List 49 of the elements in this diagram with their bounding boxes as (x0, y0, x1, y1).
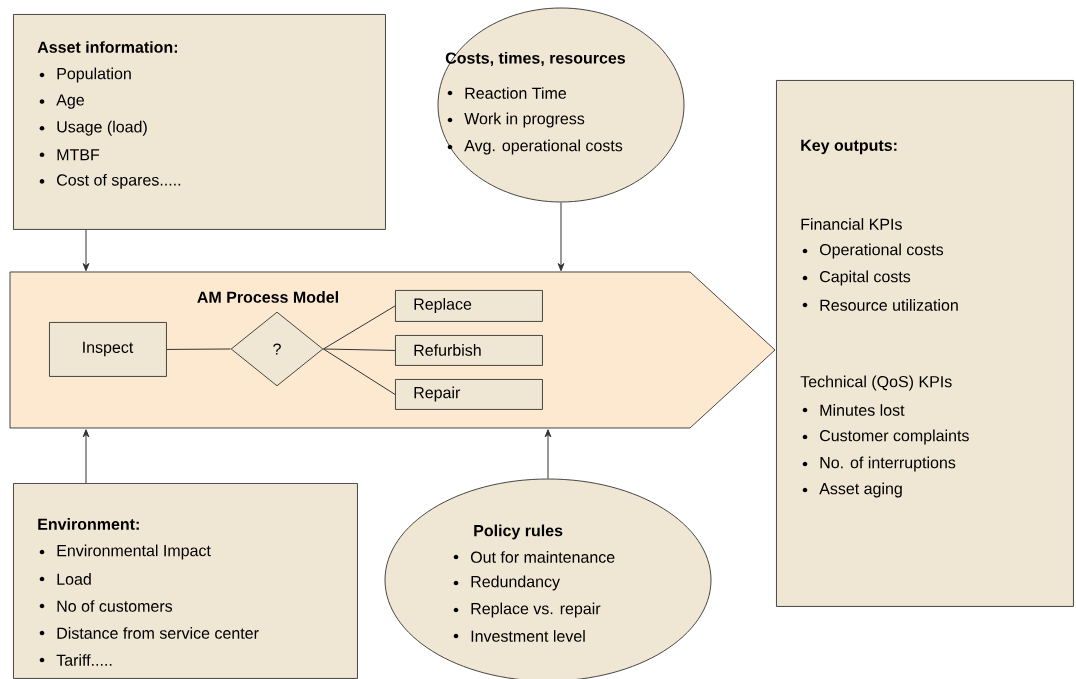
bullet-item: Minutes lost (802, 404, 905, 416)
bullet-item: No of customers (39, 600, 173, 612)
option-box: Refurbish (395, 335, 543, 366)
option-box: Repair (395, 379, 543, 410)
bullet-item: Operational costs (802, 243, 944, 259)
bullet-item: Customer complaints (802, 429, 969, 445)
arrow (82, 229, 90, 272)
connector-line (322, 348, 396, 395)
bullet-item: Replace vs. repair (453, 602, 601, 618)
output-box (776, 80, 1074, 607)
bullet-item: Redundancy (453, 575, 560, 591)
connector-line (322, 348, 396, 351)
info-box (13, 483, 358, 679)
bullet-item: Capital costs (802, 270, 911, 286)
heading: Policy rules (474, 524, 563, 540)
bullet-item: Distance from service center (39, 627, 259, 639)
bullet-item: Reaction Time (447, 87, 567, 99)
arrow (544, 429, 552, 480)
info-box (13, 14, 386, 230)
bullet-item: Environmental Impact (39, 544, 211, 560)
bullet-item: Out for maintenance (453, 551, 615, 563)
bullet-item: Tariff..... (39, 654, 112, 666)
heading: AM Process Model (197, 291, 338, 303)
bullet-item: Investment level (453, 630, 585, 642)
bullet-item: Age (39, 94, 84, 109)
text-line: Financial KPIs (801, 218, 902, 230)
info-ellipse (384, 478, 712, 679)
bullet-item: MTBF (39, 149, 100, 161)
connector-line (322, 305, 396, 350)
bullet-item: Resource utilization (802, 299, 958, 311)
step-box: Inspect (49, 322, 167, 377)
info-ellipse (437, 7, 685, 203)
bullet-item: Load (39, 573, 91, 585)
bullet-item: Avg. operational costs (447, 139, 623, 155)
arrow (82, 429, 90, 484)
heading: Key outputs: (801, 139, 897, 155)
bullet-item: Cost of spares..... (39, 173, 181, 189)
bullet-item: No. of interruptions (802, 456, 956, 472)
bullet-item: Population (39, 67, 131, 83)
bullet-item: Work in progress (447, 112, 585, 128)
arrow (557, 201, 565, 272)
connector-line (166, 348, 232, 350)
heading: Environment: (38, 518, 139, 530)
text-line: Technical (QoS) KPIs (800, 375, 952, 391)
option-box: Replace (395, 290, 543, 322)
bullet-item: Asset aging (802, 482, 902, 498)
heading: Asset information: (37, 41, 177, 53)
heading: Costs, times, resources (445, 51, 626, 67)
bullet-item: Usage (load) (39, 120, 147, 136)
